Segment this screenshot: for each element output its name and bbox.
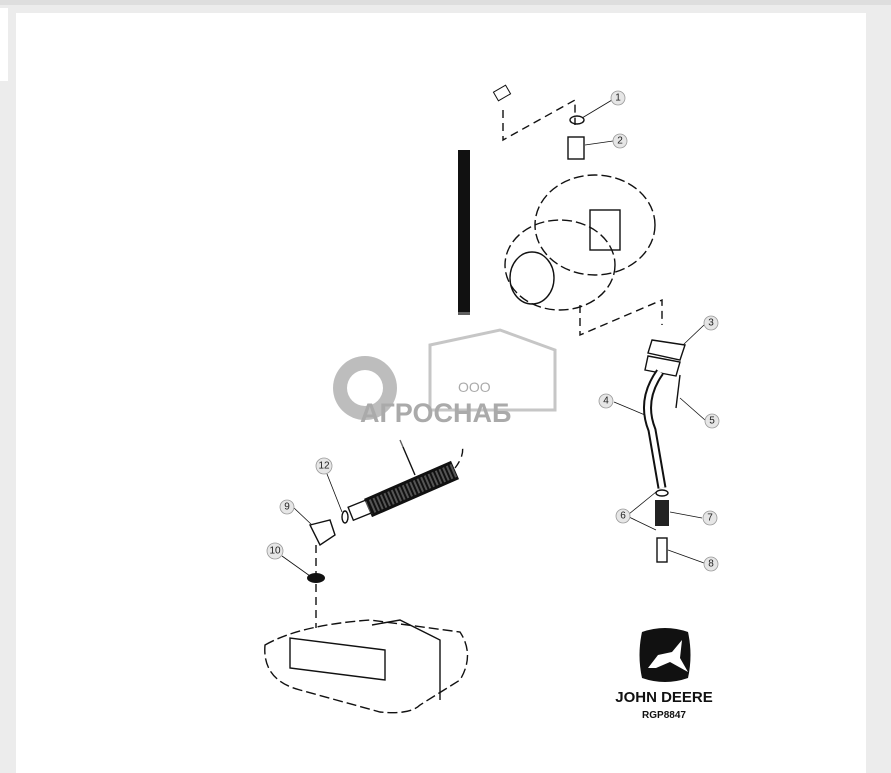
oil-drain-hose: [307, 439, 464, 628]
svg-text:8: 8: [708, 559, 714, 570]
leader-lines: [281, 99, 706, 577]
svg-text:3: 3: [708, 318, 714, 329]
svg-text:10: 10: [269, 546, 281, 557]
callout-8: 8: [703, 556, 719, 572]
engine-block: [264, 619, 469, 714]
svg-text:JOHN DEERE: JOHN DEERE: [615, 689, 713, 706]
svg-text:АГРОСНАБ: АГРОСНАБ: [360, 398, 511, 428]
callout-7: 7: [702, 510, 718, 526]
john-deere-logo: JOHN DEERE RGP8847: [615, 628, 713, 721]
svg-text:6: 6: [620, 511, 626, 522]
callout-1: 1: [610, 90, 626, 106]
content-card: [16, 13, 866, 773]
svg-text:ООО: ООО: [458, 379, 491, 395]
callout-4: 4: [598, 393, 614, 409]
svg-text:9: 9: [284, 502, 290, 513]
turbocharger: [504, 115, 656, 311]
svg-text:2: 2: [617, 136, 623, 147]
svg-text:5: 5: [709, 416, 715, 427]
left-panel: [0, 8, 8, 81]
agrosnab-watermark: ООО АГРОСНАБ: [320, 312, 565, 447]
callout-6: 6: [615, 508, 631, 524]
callout-3: 3: [703, 315, 719, 331]
oil-return-tube: [643, 339, 686, 563]
callout-9: 9: [279, 499, 295, 515]
svg-text:12: 12: [318, 461, 330, 472]
deer-icon: [648, 640, 688, 672]
svg-text:4: 4: [603, 396, 609, 407]
svg-text:1: 1: [615, 93, 621, 104]
top-bar: [0, 0, 891, 5]
callout-2: 2: [612, 133, 628, 149]
svg-text:RGP8847: RGP8847: [642, 710, 686, 721]
callout-12: 12: [315, 457, 333, 475]
callout-5: 5: [704, 413, 720, 429]
callout-10: 10: [266, 542, 284, 560]
svg-text:7: 7: [707, 513, 713, 524]
oil-supply-hose: [458, 62, 512, 315]
